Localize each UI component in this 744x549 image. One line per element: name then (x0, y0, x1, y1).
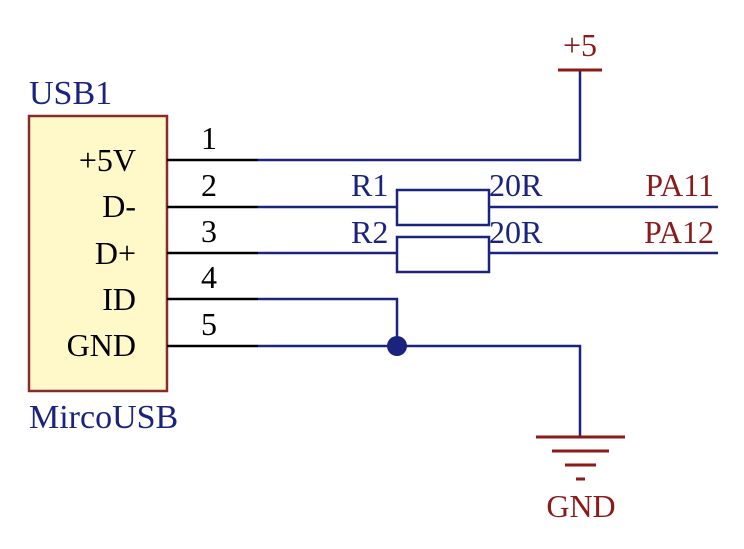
id-net-wire (258, 297, 399, 346)
vcc-power-label: +5 (563, 27, 597, 63)
pin-name-dminus: D- (102, 188, 136, 224)
usb-comment: MircoUSB (29, 399, 178, 436)
ground-symbol (536, 435, 625, 481)
ground-label: GND (546, 488, 615, 524)
vbus-net-wire (258, 70, 582, 162)
resistor-r1-designator: R1 (351, 167, 388, 203)
port-pa11-label: PA11 (645, 167, 714, 203)
pin-number-4: 4 (201, 259, 217, 295)
resistor-r2-value: 20R (489, 214, 543, 250)
pin-number-3: 3 (201, 213, 217, 249)
pin-number-2: 2 (201, 167, 217, 203)
pin-number-5: 5 (201, 306, 217, 342)
pin-name-dplus: D+ (95, 235, 136, 271)
gnd-net-wire (258, 344, 582, 437)
pin-name-id: ID (102, 281, 136, 317)
resistor-r2-body (395, 235, 491, 274)
resistor-r1-body (395, 188, 491, 227)
usb-connector-body (27, 114, 169, 393)
pin-name-vbus: +5V (79, 142, 136, 178)
usb-designator: USB1 (29, 75, 112, 112)
junction-dot (387, 336, 407, 356)
pin-number-1: 1 (201, 120, 217, 156)
pin-name-gnd: GND (67, 327, 136, 363)
resistor-r2-designator: R2 (351, 214, 388, 250)
port-pa12-label: PA12 (644, 214, 714, 250)
resistor-r1-value: 20R (489, 167, 543, 203)
